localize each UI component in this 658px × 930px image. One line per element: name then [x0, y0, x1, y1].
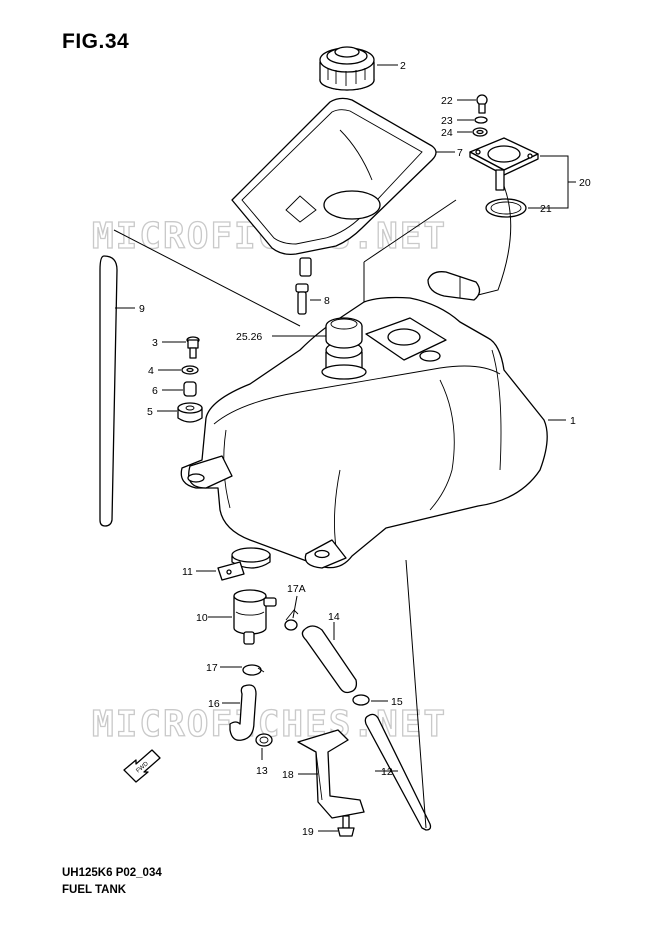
callout-24: 24: [441, 127, 453, 139]
bracket-bolt: [337, 815, 355, 837]
fuel-hose-16: [229, 684, 257, 741]
fuel-filter: [233, 589, 277, 645]
callout-14: 14: [328, 611, 340, 623]
hose-clip-17: [242, 664, 265, 676]
breather-hose: [99, 255, 118, 527]
hose-clip-17a: [284, 609, 299, 631]
filter-clamp: [217, 547, 271, 581]
figure-title: FIG.34: [62, 30, 130, 53]
model-code: UH125K6 P02_034: [62, 867, 162, 879]
callout-7: 7: [457, 147, 463, 159]
callout-15: 15: [391, 696, 403, 708]
callout-19: 19: [302, 826, 314, 838]
callout-20: 20: [579, 177, 591, 189]
callout-12: 12: [381, 766, 393, 778]
fuel-level-gauge: [427, 137, 539, 301]
callout-22: 22: [441, 95, 453, 107]
drain-hose-12: [364, 713, 432, 831]
callout-11: 11: [182, 566, 193, 578]
section-name: FUEL TANK: [62, 884, 127, 896]
callout-21: 21: [540, 203, 552, 215]
callout-18: 18: [282, 769, 294, 781]
callout-2: 2: [400, 60, 406, 72]
callout-8: 8: [324, 295, 330, 307]
callout-6: 6: [152, 385, 158, 397]
tank-mount-hardware: [177, 336, 203, 423]
callout-13: 13: [256, 765, 268, 777]
forward-direction-arrow: FWD: [123, 749, 161, 783]
callout-4: 4: [148, 365, 154, 377]
callout-17: 17: [206, 662, 218, 674]
callout-25-26: 25.26: [236, 331, 262, 343]
hose-clip-13: [255, 733, 273, 747]
callout-10: 10: [196, 612, 208, 624]
drain-joint: [295, 257, 312, 315]
callout-16: 16: [208, 698, 220, 710]
callout-5: 5: [147, 406, 153, 418]
fuel-tank-cap: [319, 46, 375, 91]
callout-23: 23: [441, 115, 453, 127]
hose-clip-15: [352, 694, 370, 706]
filter-bracket: [297, 729, 365, 819]
callout-1: 1: [570, 415, 576, 427]
callout-3: 3: [152, 337, 158, 349]
callout-9: 9: [139, 303, 145, 315]
tank-cover: [231, 97, 437, 256]
callout-17a: 17A: [287, 583, 306, 595]
fuel-hose-14: [301, 625, 358, 694]
fuel-tank: [180, 296, 548, 569]
fuel-gauge-bolts: [472, 94, 488, 137]
